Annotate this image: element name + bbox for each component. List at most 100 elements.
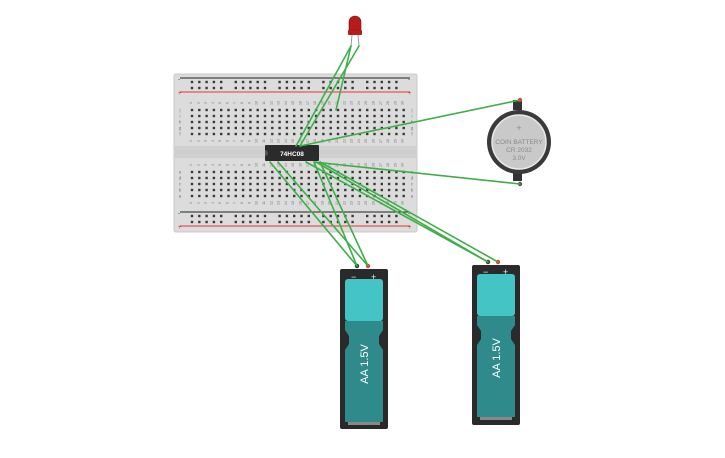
column-number: 30 xyxy=(401,139,405,143)
wire-aa1-minus[interactable] xyxy=(269,161,358,267)
column-number: 23 xyxy=(350,201,354,205)
column-number: 16 xyxy=(299,139,303,143)
column-number: 17 xyxy=(306,139,310,143)
column-number: 2 xyxy=(196,164,200,166)
column-number: 18 xyxy=(313,139,317,143)
column-number: 15 xyxy=(291,101,295,105)
column-number: 9 xyxy=(247,202,251,204)
column-number: 4 xyxy=(211,102,215,104)
column-number: 29 xyxy=(393,101,397,105)
column-number: 2 xyxy=(196,140,200,142)
wire-aa2-minus[interactable] xyxy=(315,161,489,263)
column-number: 13 xyxy=(277,163,281,167)
coin-battery[interactable]: + COIN BATTERY CR 2032 3.0V xyxy=(487,97,551,187)
aa-battery-2-body xyxy=(477,316,515,417)
column-number: 16 xyxy=(299,101,303,105)
wire-coin-battery-plus[interactable] xyxy=(299,99,521,147)
row-letter: j xyxy=(411,108,413,113)
column-number: 10 xyxy=(255,163,259,167)
coin-battery-cell xyxy=(491,114,547,170)
wire-aa2-plus[interactable] xyxy=(319,161,499,263)
wires[interactable] xyxy=(269,45,521,267)
column-number: 10 xyxy=(255,201,259,205)
column-number: 29 xyxy=(393,139,397,143)
column-number: 14 xyxy=(284,201,288,205)
row-letter: c xyxy=(179,182,182,187)
aa-battery-1-cap xyxy=(345,279,383,321)
led-body xyxy=(348,15,362,31)
column-number: 14 xyxy=(284,101,288,105)
column-number: 13 xyxy=(277,139,281,143)
column-number: 7 xyxy=(233,164,237,166)
wire-led-anode[interactable] xyxy=(299,45,360,147)
column-number: 1 xyxy=(189,140,193,142)
aa-battery-2[interactable]: − + AA 1.5V xyxy=(472,259,520,425)
column-number: 4 xyxy=(211,140,215,142)
column-number: 23 xyxy=(350,101,354,105)
column-number: 8 xyxy=(240,164,244,166)
wire-coin-battery-minus[interactable] xyxy=(313,161,521,185)
rail-minus-label-bl: - xyxy=(178,211,180,217)
column-number: 29 xyxy=(393,201,397,205)
wire-aa1-plus-2[interactable] xyxy=(319,161,369,267)
column-number: 7 xyxy=(233,202,237,204)
aa-battery-2-label: AA 1.5V xyxy=(491,337,503,377)
column-number: 17 xyxy=(306,163,310,167)
rail-minus-label-tr: - xyxy=(408,77,410,83)
column-number: 3 xyxy=(204,102,208,104)
chip-notch xyxy=(265,150,268,156)
aa-battery-1-body xyxy=(345,321,383,422)
aa-battery-1-label: AA 1.5V xyxy=(359,343,371,383)
coin-battery-bottom-clip xyxy=(513,171,522,181)
rail-minus-label-tl: - xyxy=(178,77,180,83)
coin-battery-plus-sign: + xyxy=(516,123,521,133)
chip-74hc08[interactable]: 74HC08 xyxy=(265,145,319,161)
column-number: 18 xyxy=(313,201,317,205)
wire-led-cathode[interactable] xyxy=(335,45,352,111)
coin-battery-line2: CR 2032 xyxy=(506,147,532,154)
column-number: 6 xyxy=(226,164,230,166)
column-number: 25 xyxy=(364,139,368,143)
row-letter: c xyxy=(411,182,414,187)
led[interactable] xyxy=(348,15,362,47)
column-number: 27 xyxy=(379,139,383,143)
wire-aa1-minus-2[interactable] xyxy=(313,161,358,267)
rail-plus-label-tl: + xyxy=(178,91,182,97)
aa-battery-1[interactable]: − + AA 1.5V xyxy=(340,263,388,429)
chip-body xyxy=(265,145,319,161)
column-number: 28 xyxy=(386,163,390,167)
column-number: 24 xyxy=(357,201,361,205)
column-number: 20 xyxy=(328,139,332,143)
column-number: 11 xyxy=(262,201,266,205)
column-number: 5 xyxy=(218,164,222,166)
wire-led-to-chip[interactable] xyxy=(295,45,352,147)
column-number: 6 xyxy=(226,140,230,142)
wire-aa1-plus[interactable] xyxy=(277,161,369,267)
column-number: 26 xyxy=(372,201,376,205)
aa-battery-1-base xyxy=(348,422,380,425)
row-letter: d xyxy=(411,176,414,181)
coin-battery-line1: COIN BATTERY xyxy=(495,139,543,146)
rail-plus-label-bl: + xyxy=(178,225,182,231)
column-number: 18 xyxy=(313,101,317,105)
column-number: 22 xyxy=(342,139,346,143)
column-number: 25 xyxy=(364,201,368,205)
wire-aa2-minus-2[interactable] xyxy=(305,161,489,263)
column-number: 12 xyxy=(269,101,273,105)
column-number: 20 xyxy=(328,201,332,205)
column-number: 7 xyxy=(233,102,237,104)
row-letter: f xyxy=(179,132,181,137)
column-number: 9 xyxy=(247,140,251,142)
aa-battery-2-cap xyxy=(477,274,515,316)
column-number: 20 xyxy=(328,163,332,167)
column-number: 19 xyxy=(320,101,324,105)
column-number: 5 xyxy=(218,102,222,104)
rail-plus-label-tr: + xyxy=(408,91,412,97)
column-number: 2 xyxy=(196,102,200,104)
column-number: 11 xyxy=(262,163,266,167)
column-number: 27 xyxy=(379,163,383,167)
column-number: 26 xyxy=(372,101,376,105)
column-number: 16 xyxy=(299,163,303,167)
column-number: 23 xyxy=(350,139,354,143)
